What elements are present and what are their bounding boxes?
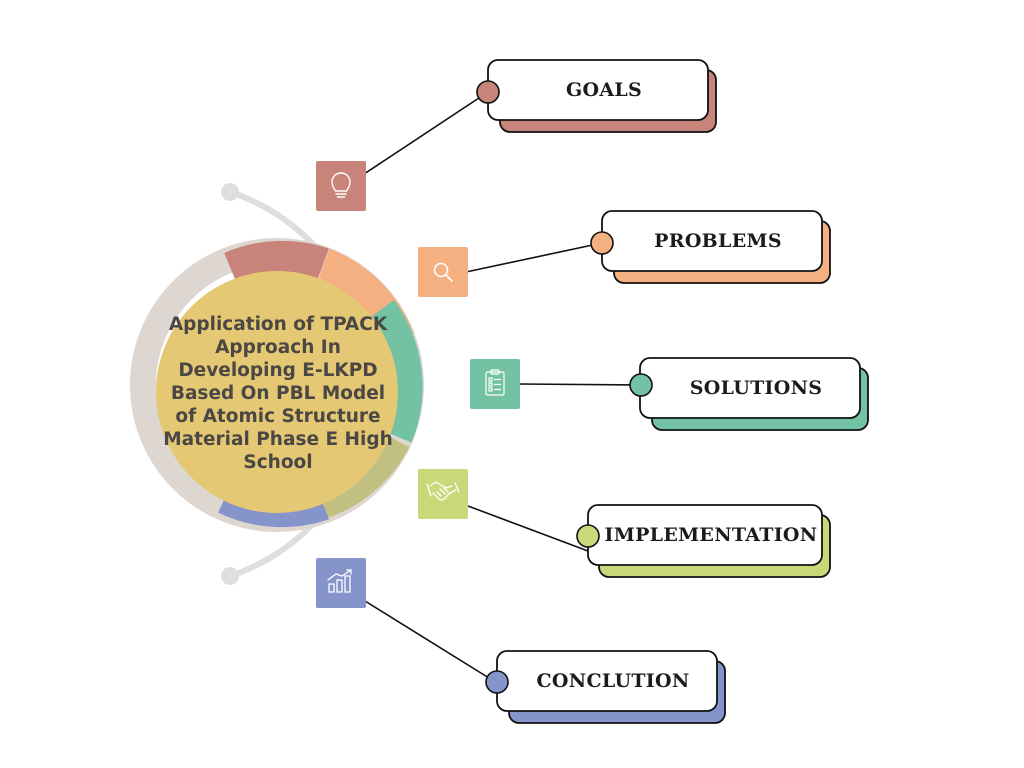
tile-goals [316,161,366,211]
dot-goals [476,80,500,104]
icon-tiles [316,161,520,608]
connector-problems [465,242,603,273]
label-problems: PROBLEMS [654,230,782,252]
dot-implementation [576,524,600,548]
label-conclution: CONCLUTION [536,670,690,692]
connector-dots [476,80,653,694]
label-boxes [487,59,861,712]
dot-solutions [629,373,653,397]
bar-chart-icon [327,569,352,593]
ring-segment-goals [224,240,329,283]
tile-problems [418,247,468,297]
label-goals: GOALS [565,79,643,101]
dot-problems [590,231,614,255]
tile-conclution [316,558,366,608]
donut-ring [130,238,424,532]
connector-goals [357,91,489,179]
arc-end-dot-top [221,183,239,201]
label-solutions: SOLUTIONS [689,377,823,399]
dot-conclution [485,670,509,694]
handshake-icon [426,481,460,501]
connector-conclution [364,600,498,684]
lightbulb-icon [331,172,351,198]
connector-solutions [518,383,642,386]
arc-end-dot-bottom [221,567,239,585]
label-implementation: IMPLEMENTATION [604,524,818,546]
connector-lines [357,91,642,684]
tile-implementation [418,469,468,519]
center-circle [156,271,398,513]
center-title: Application of TPACK Approach In Develop… [163,313,393,473]
checklist-icon [485,369,505,396]
search-icon [433,262,453,282]
connector-implementation [467,505,589,552]
